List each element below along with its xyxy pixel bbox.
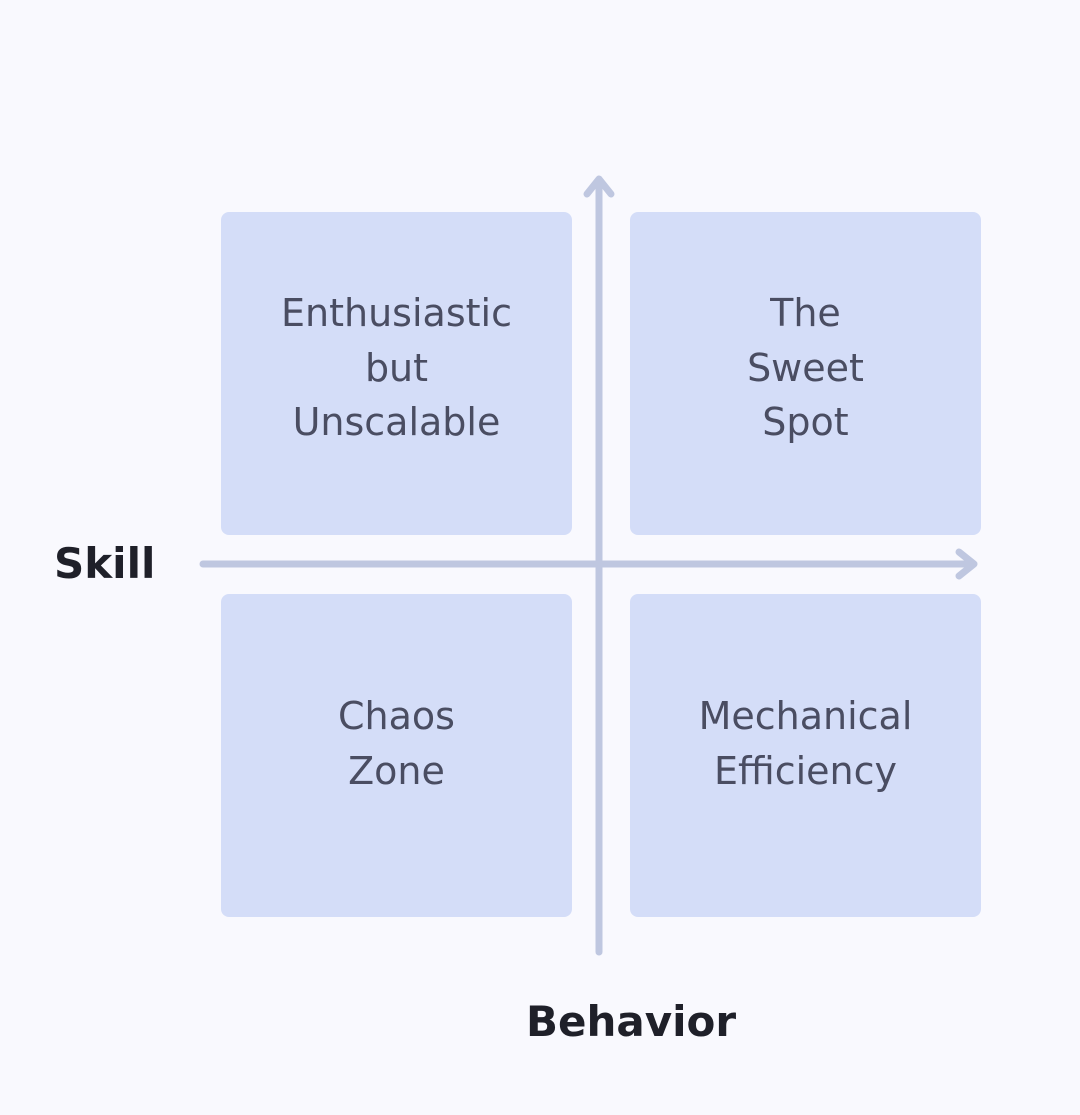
quadrant-label-line: Sweet xyxy=(747,345,864,390)
quadrant-label-line: Unscalable xyxy=(292,400,501,444)
x-axis-label: Skill xyxy=(54,539,156,588)
quadrant-label-line: but xyxy=(364,345,429,390)
quadrant-top-right: The Sweet Spot xyxy=(630,212,981,535)
quadrant-label-line: Chaos xyxy=(338,694,455,738)
quadrant-label-line: The xyxy=(770,291,841,335)
quadrant-bottom-right: Mechanical Efficiency xyxy=(630,594,981,917)
quadrant-label: The Sweet Spot xyxy=(747,212,864,535)
quadrant-label: Mechanical Efficiency xyxy=(699,594,913,917)
quadrant-bottom-left: Chaos Zone xyxy=(221,594,572,917)
y-axis-label: Behavior xyxy=(526,997,737,1046)
horizontal-axis-arrowhead-icon xyxy=(955,548,978,580)
quadrant-top-left: Enthusiastic but Unscalable xyxy=(221,212,572,535)
quadrant-label-line: Zone xyxy=(348,748,445,793)
quadrant-label: Enthusiastic but Unscalable xyxy=(281,212,512,535)
quadrant-label-line: Efficiency xyxy=(713,748,898,793)
quadrant-label-line: Spot xyxy=(762,400,849,444)
quadrant-label-line: Mechanical xyxy=(698,694,913,738)
quadrant-label-line: Enthusiastic xyxy=(281,291,512,335)
vertical-axis-arrowhead-icon xyxy=(583,175,615,198)
quadrant-label: Chaos Zone xyxy=(338,594,455,917)
